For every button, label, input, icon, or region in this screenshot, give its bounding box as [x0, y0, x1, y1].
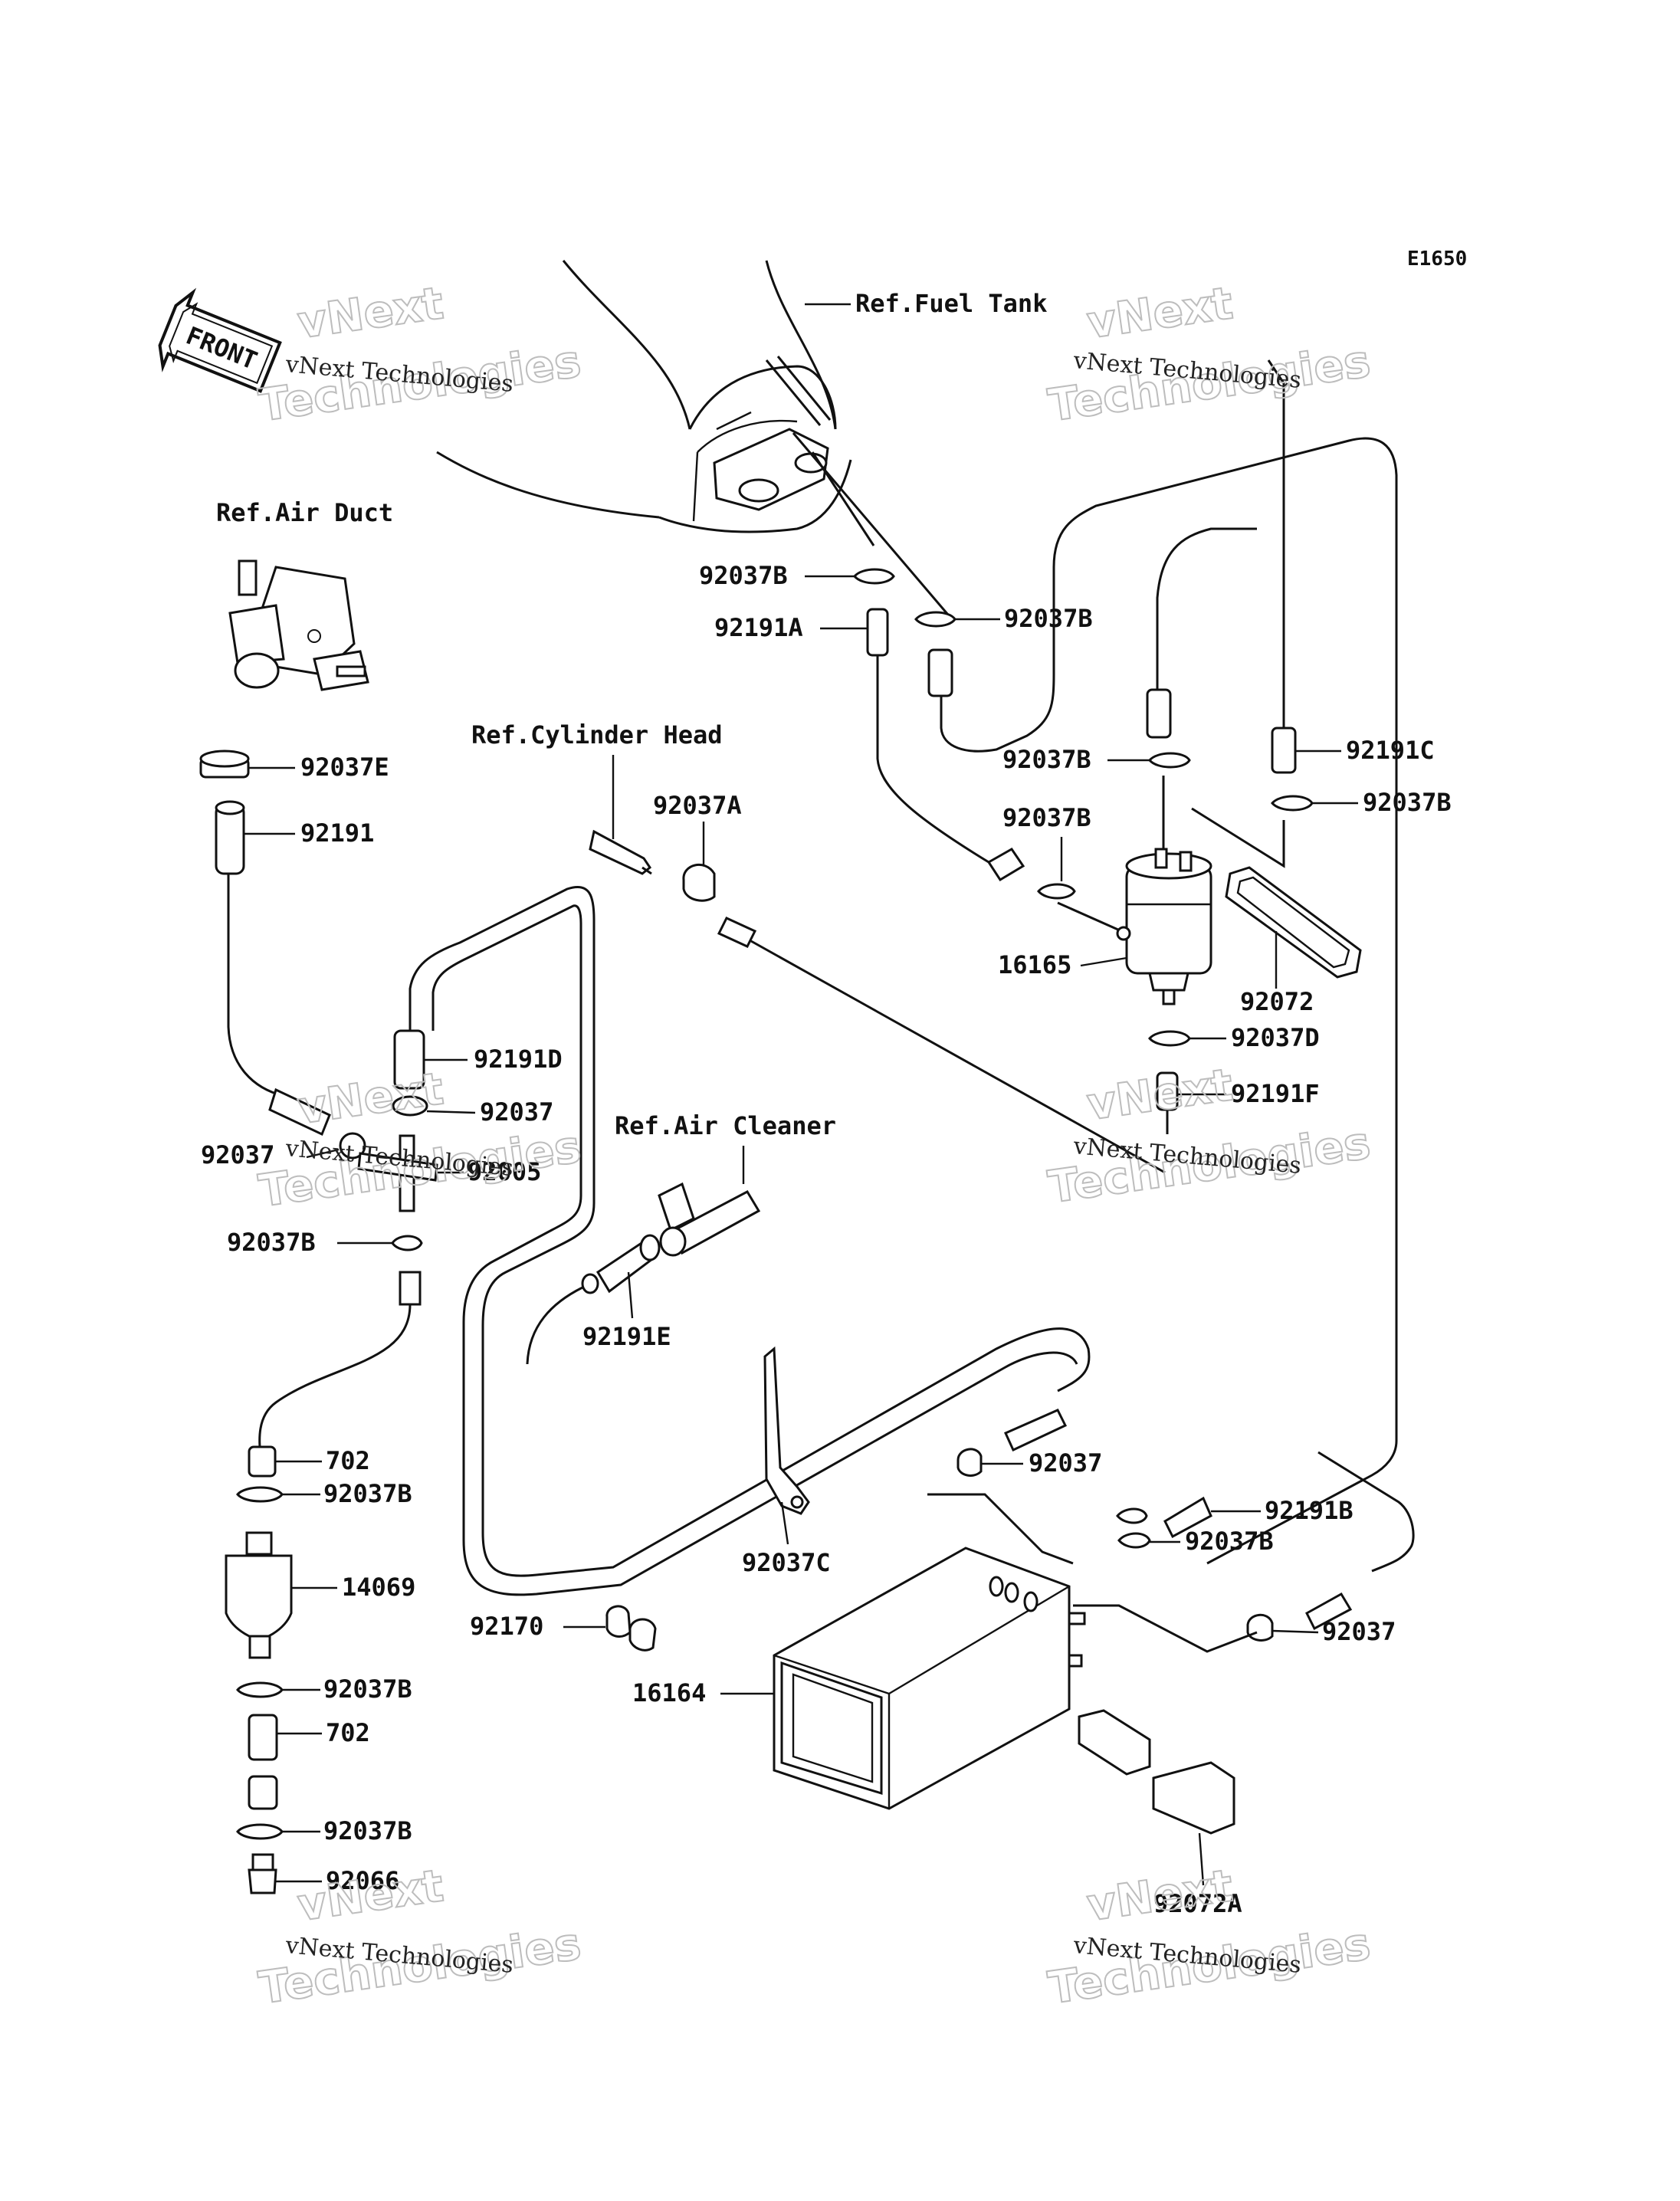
oring-92037	[392, 1095, 476, 1117]
label-92037-oring: 92037	[480, 1097, 553, 1127]
hose-stub-702-upper	[399, 1271, 422, 1306]
label-92037-c: 92037	[1029, 1448, 1102, 1478]
air-cleaner-fitting	[658, 1182, 761, 1257]
hose-92191B	[1163, 1496, 1261, 1539]
watermark-tr: vNext Technologies	[1045, 276, 1374, 432]
label-92191: 92191	[300, 818, 374, 848]
watermark-br: vNext Technologies	[1045, 1858, 1374, 2015]
label-92037B-c: 92037B	[1002, 745, 1091, 774]
hose-92191C	[1271, 727, 1341, 774]
clip-92037B-j	[1116, 1507, 1180, 1549]
label-92191D: 92191D	[474, 1045, 563, 1074]
watermark-tl: vNext Technologies	[255, 276, 585, 432]
svg-text:vNext: vNext	[294, 1859, 446, 1931]
label-92037-left: 92037	[201, 1140, 274, 1169]
clip-92037-c	[956, 1448, 1023, 1477]
clip-92037B-c	[1107, 752, 1191, 769]
clamp-92037E	[199, 750, 295, 779]
label-14069: 14069	[342, 1573, 415, 1602]
label-92191F: 92191F	[1231, 1079, 1320, 1108]
filter-14069	[225, 1531, 337, 1659]
clip-92037B-e	[1037, 883, 1076, 900]
label-92037B-g: 92037B	[323, 1479, 412, 1508]
label-92170: 92170	[470, 1612, 543, 1641]
label-92037E: 92037E	[300, 753, 389, 782]
label-92037D: 92037D	[1231, 1023, 1320, 1052]
clip-92037B-g	[236, 1486, 320, 1503]
hose-92191D-loop	[409, 885, 1091, 1577]
clip-92037B-i	[236, 1823, 320, 1840]
hose-stub-b	[927, 648, 953, 697]
label-92005: 92005	[468, 1157, 541, 1186]
label-92191C: 92191C	[1346, 736, 1435, 765]
clip-92037B-d	[1271, 795, 1358, 812]
label-92191B: 92191B	[1265, 1496, 1354, 1525]
air-valve	[228, 559, 369, 691]
label-92037C: 92037C	[742, 1548, 831, 1577]
hose-92191	[215, 800, 295, 1097]
label-702-b: 702	[326, 1718, 370, 1747]
hose-92191A	[820, 608, 989, 864]
hose-stub-92037-d	[1305, 1592, 1353, 1631]
label-92037A: 92037A	[653, 791, 742, 820]
label-92037-d: 92037	[1322, 1617, 1396, 1646]
label-92037B-b: 92037B	[1004, 604, 1093, 633]
bracket-92072	[1225, 866, 1362, 989]
hose-92191D	[393, 1029, 468, 1090]
hose-702-a	[248, 1445, 322, 1478]
clip-92037-d	[1246, 1613, 1319, 1642]
svg-text:vNext: vNext	[294, 1062, 446, 1134]
fuel-tank-outline	[436, 260, 953, 620]
hose-92191E	[581, 1234, 661, 1319]
svg-text:vNext: vNext	[1084, 277, 1235, 349]
cylinder-head-fitting	[589, 755, 652, 875]
clip-92037D	[1148, 1030, 1226, 1047]
clip-92037B-a	[805, 568, 895, 585]
tee-fitting-92005	[268, 1087, 464, 1212]
front-arrow-icon: FRONT	[158, 287, 282, 393]
label-92037B-e: 92037B	[1002, 803, 1091, 832]
label-16164: 16164	[632, 1678, 706, 1707]
bracket-92072A	[1078, 1709, 1235, 1886]
label-92191E: 92191E	[582, 1322, 671, 1351]
clip-92037B-h	[236, 1681, 320, 1698]
label-16165: 16165	[998, 950, 1071, 979]
label-702-a: 702	[326, 1446, 370, 1475]
label-92037B-j: 92037B	[1185, 1527, 1274, 1556]
watermark-bl: vNext Technologies	[255, 1858, 585, 2015]
fuel-filter-16165	[1080, 848, 1212, 1005]
diagram-code: E1650	[1407, 248, 1467, 271]
canister-16164	[720, 1547, 1086, 1810]
label-92072A: 92072A	[1153, 1889, 1242, 1918]
label-92037B-h: 92037B	[323, 1675, 412, 1704]
label-92037B-d: 92037B	[1363, 788, 1452, 817]
hose-92037A	[717, 917, 1166, 1174]
clamp-92037A	[682, 864, 716, 902]
label-92037B-a: 92037B	[699, 561, 788, 590]
svg-text:vNext: vNext	[1084, 1058, 1235, 1130]
svg-text:vNext: vNext	[1084, 1859, 1235, 1931]
label-92037B-i: 92037B	[323, 1816, 412, 1845]
hose-stub-92037-c	[1004, 1409, 1068, 1452]
label-92191A: 92191A	[714, 613, 803, 642]
ref-air-duct-label: Ref.Air Duct	[216, 498, 393, 527]
bracket-92037C	[763, 1346, 810, 1545]
svg-text:vNext: vNext	[294, 277, 446, 349]
ref-cylinder-head-label: Ref.Cylinder Head	[471, 720, 723, 750]
hose-702-b	[248, 1714, 322, 1810]
clip-92170	[563, 1605, 657, 1652]
hose-92191C-left	[1146, 688, 1172, 739]
ref-fuel-tank-label: Ref.Fuel Tank	[855, 289, 1047, 318]
label-92072: 92072	[1240, 987, 1314, 1016]
label-92066: 92066	[326, 1866, 399, 1895]
ref-air-cleaner-label: Ref.Air Cleaner	[615, 1111, 836, 1140]
plug-92066	[248, 1853, 322, 1894]
hose-stub-16165	[986, 848, 1025, 882]
clip-92037B-b	[914, 611, 1000, 628]
label-92037B-f: 92037B	[227, 1228, 316, 1257]
clip-92037B-f	[337, 1235, 423, 1251]
